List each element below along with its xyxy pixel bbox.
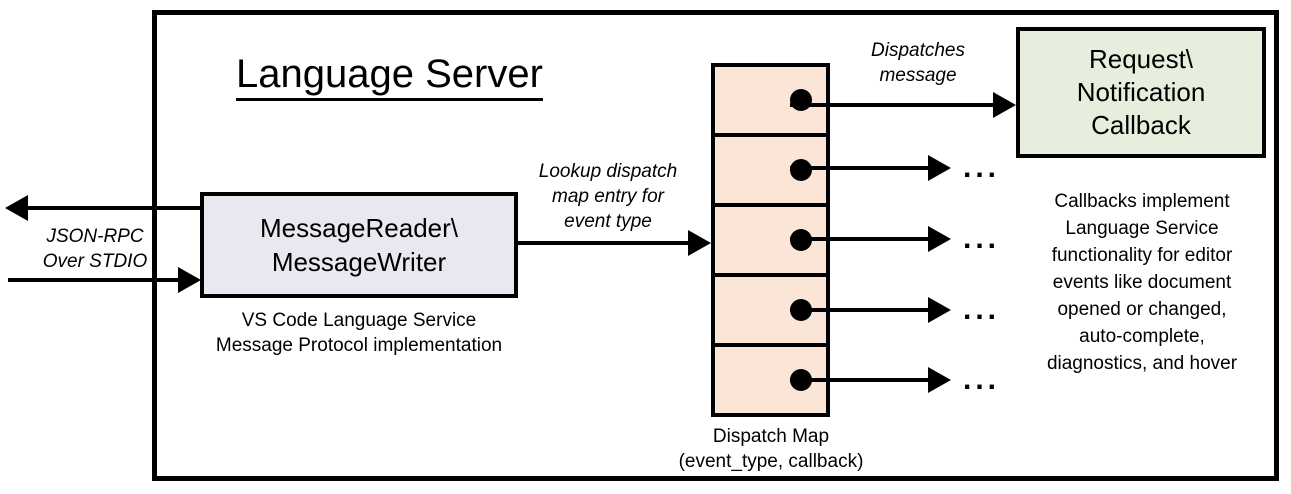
callback-caption-line-3: functionality for editor — [1051, 245, 1233, 266]
transport-inbound-arrowhead — [178, 267, 201, 293]
more-callbacks-indicator: ... — [963, 293, 1001, 326]
dispatch-map-row[interactable] — [715, 67, 826, 137]
callback-pointer-dot-icon — [790, 159, 812, 181]
dispatch-map-caption-line-2: (event_type, callback) — [678, 451, 864, 472]
message-reader-writer-node[interactable]: MessageReader\ MessageWriter — [200, 192, 518, 298]
transport-outbound-arrowhead — [5, 195, 28, 221]
more-callbacks-indicator: ... — [963, 363, 1001, 396]
callback-caption-line-4: events like document — [1052, 272, 1232, 293]
dispatch-map-row[interactable] — [715, 137, 826, 207]
callback-caption-line-2: Language Service — [1065, 218, 1219, 239]
dispatch-edge-line — [790, 237, 930, 241]
transport-label-line-2: Over STDIO — [42, 251, 148, 272]
transport-label: JSON-RPC Over STDIO — [20, 224, 170, 274]
request-notification-callback-node[interactable]: Request\ Notification Callback — [1016, 27, 1266, 158]
callback-caption-line-1: Callbacks implement — [1054, 191, 1230, 212]
dispatch-edge-arrowhead — [928, 226, 951, 252]
dispatch-edge-arrowhead — [993, 92, 1016, 118]
lookup-edge-line — [518, 241, 693, 245]
dispatch-edge-line — [790, 166, 930, 170]
more-callbacks-indicator: ... — [963, 151, 1001, 184]
lookup-edge-label-line-3: event type — [564, 211, 652, 232]
callback-label-line-1: Request\ — [1088, 44, 1194, 74]
callback-caption: Callbacks implement Language Service fun… — [1006, 188, 1278, 377]
dispatch-edge-label: Dispatches message — [838, 38, 998, 88]
page-title: Language Server — [236, 50, 576, 101]
callback-pointer-dot-icon — [790, 89, 812, 111]
dispatch-map-row[interactable] — [715, 207, 826, 277]
dispatch-edge-arrowhead — [928, 297, 951, 323]
callback-caption-line-5: opened or changed, — [1057, 299, 1227, 320]
lookup-edge-arrowhead — [688, 230, 711, 256]
lookup-edge-label: Lookup dispatch map entry for event type — [518, 159, 698, 234]
message-reader-label: MessageReader\ — [260, 213, 458, 243]
dispatch-map-caption-line-1: Dispatch Map — [712, 426, 830, 447]
dispatch-edge-arrowhead — [928, 367, 951, 393]
dispatch-edge-line — [790, 103, 996, 107]
callback-label-line-2: Notification — [1076, 77, 1206, 107]
transport-label-line-1: JSON-RPC — [46, 226, 144, 247]
message-io-caption-line-1: VS Code Language Service — [241, 310, 477, 331]
dispatch-map-caption: Dispatch Map (event_type, callback) — [645, 424, 897, 474]
message-io-caption: VS Code Language Service Message Protoco… — [198, 308, 520, 358]
callback-caption-line-6: auto-complete, — [1079, 326, 1205, 347]
language-server-boundary — [152, 10, 1279, 481]
dispatch-edge-label-line-1: Dispatches — [871, 40, 965, 61]
lookup-edge-label-line-1: Lookup dispatch — [538, 161, 678, 182]
dispatch-map-row[interactable] — [715, 277, 826, 347]
message-io-caption-line-2: Message Protocol implementation — [215, 335, 503, 356]
message-writer-label: MessageWriter — [271, 247, 447, 277]
dispatch-edge-label-line-2: message — [879, 65, 957, 86]
dispatch-edge-line — [790, 308, 930, 312]
lookup-edge-label-line-2: map entry for — [552, 186, 664, 207]
transport-outbound-line — [28, 206, 202, 210]
dispatch-edge-line — [790, 378, 930, 382]
callback-caption-line-7: diagnostics, and hover — [1046, 353, 1238, 374]
transport-inbound-line — [8, 278, 180, 282]
callback-label-line-3: Callback — [1091, 110, 1191, 140]
more-callbacks-indicator: ... — [963, 222, 1001, 255]
dispatch-edge-arrowhead — [928, 155, 951, 181]
page-title-text: Language Server — [236, 52, 543, 101]
